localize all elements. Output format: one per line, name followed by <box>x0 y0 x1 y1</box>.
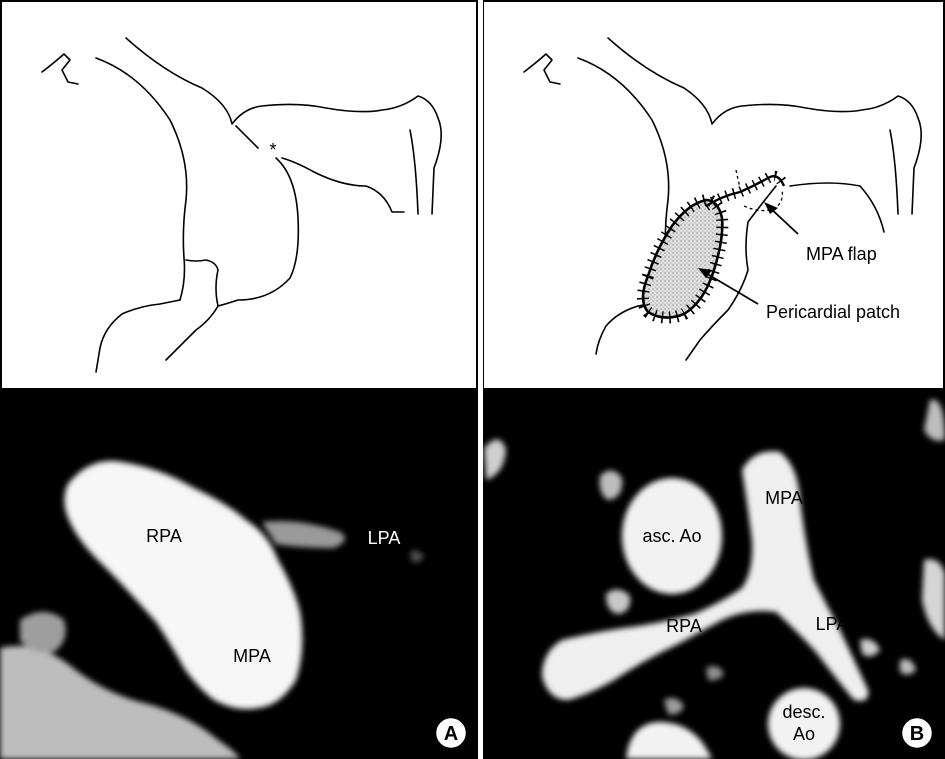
mpa-flap-label: MPA flap <box>806 244 877 264</box>
mpa-label-a: MPA <box>233 646 271 666</box>
asterisk-marker: * <box>269 140 276 160</box>
pericardial-patch-label: Pericardial patch <box>766 302 900 322</box>
ct-image-b: asc. Ao MPA RPA LPA desc. Ao B <box>483 389 945 759</box>
diagram-a-panel: * <box>1 1 477 389</box>
lpa-label-a: LPA <box>368 528 401 548</box>
column-divider <box>478 0 483 759</box>
panel-a-letter: A <box>444 723 458 745</box>
rpa-label-a: RPA <box>146 526 182 546</box>
desc-ao-label-line2: Ao <box>793 724 815 744</box>
desc-ao-label-line1: desc. <box>782 702 825 722</box>
ct-image-a: RPA LPA MPA A <box>0 389 478 759</box>
asc-ao-label: asc. Ao <box>642 526 701 546</box>
mpa-label-b: MPA <box>765 488 803 508</box>
lpa-label-b: LPA <box>816 614 849 634</box>
diagram-b-panel: MPA flap Pericardial patch <box>483 1 944 389</box>
rpa-label-b: RPA <box>666 616 702 636</box>
panel-b-letter: B <box>910 723 924 745</box>
